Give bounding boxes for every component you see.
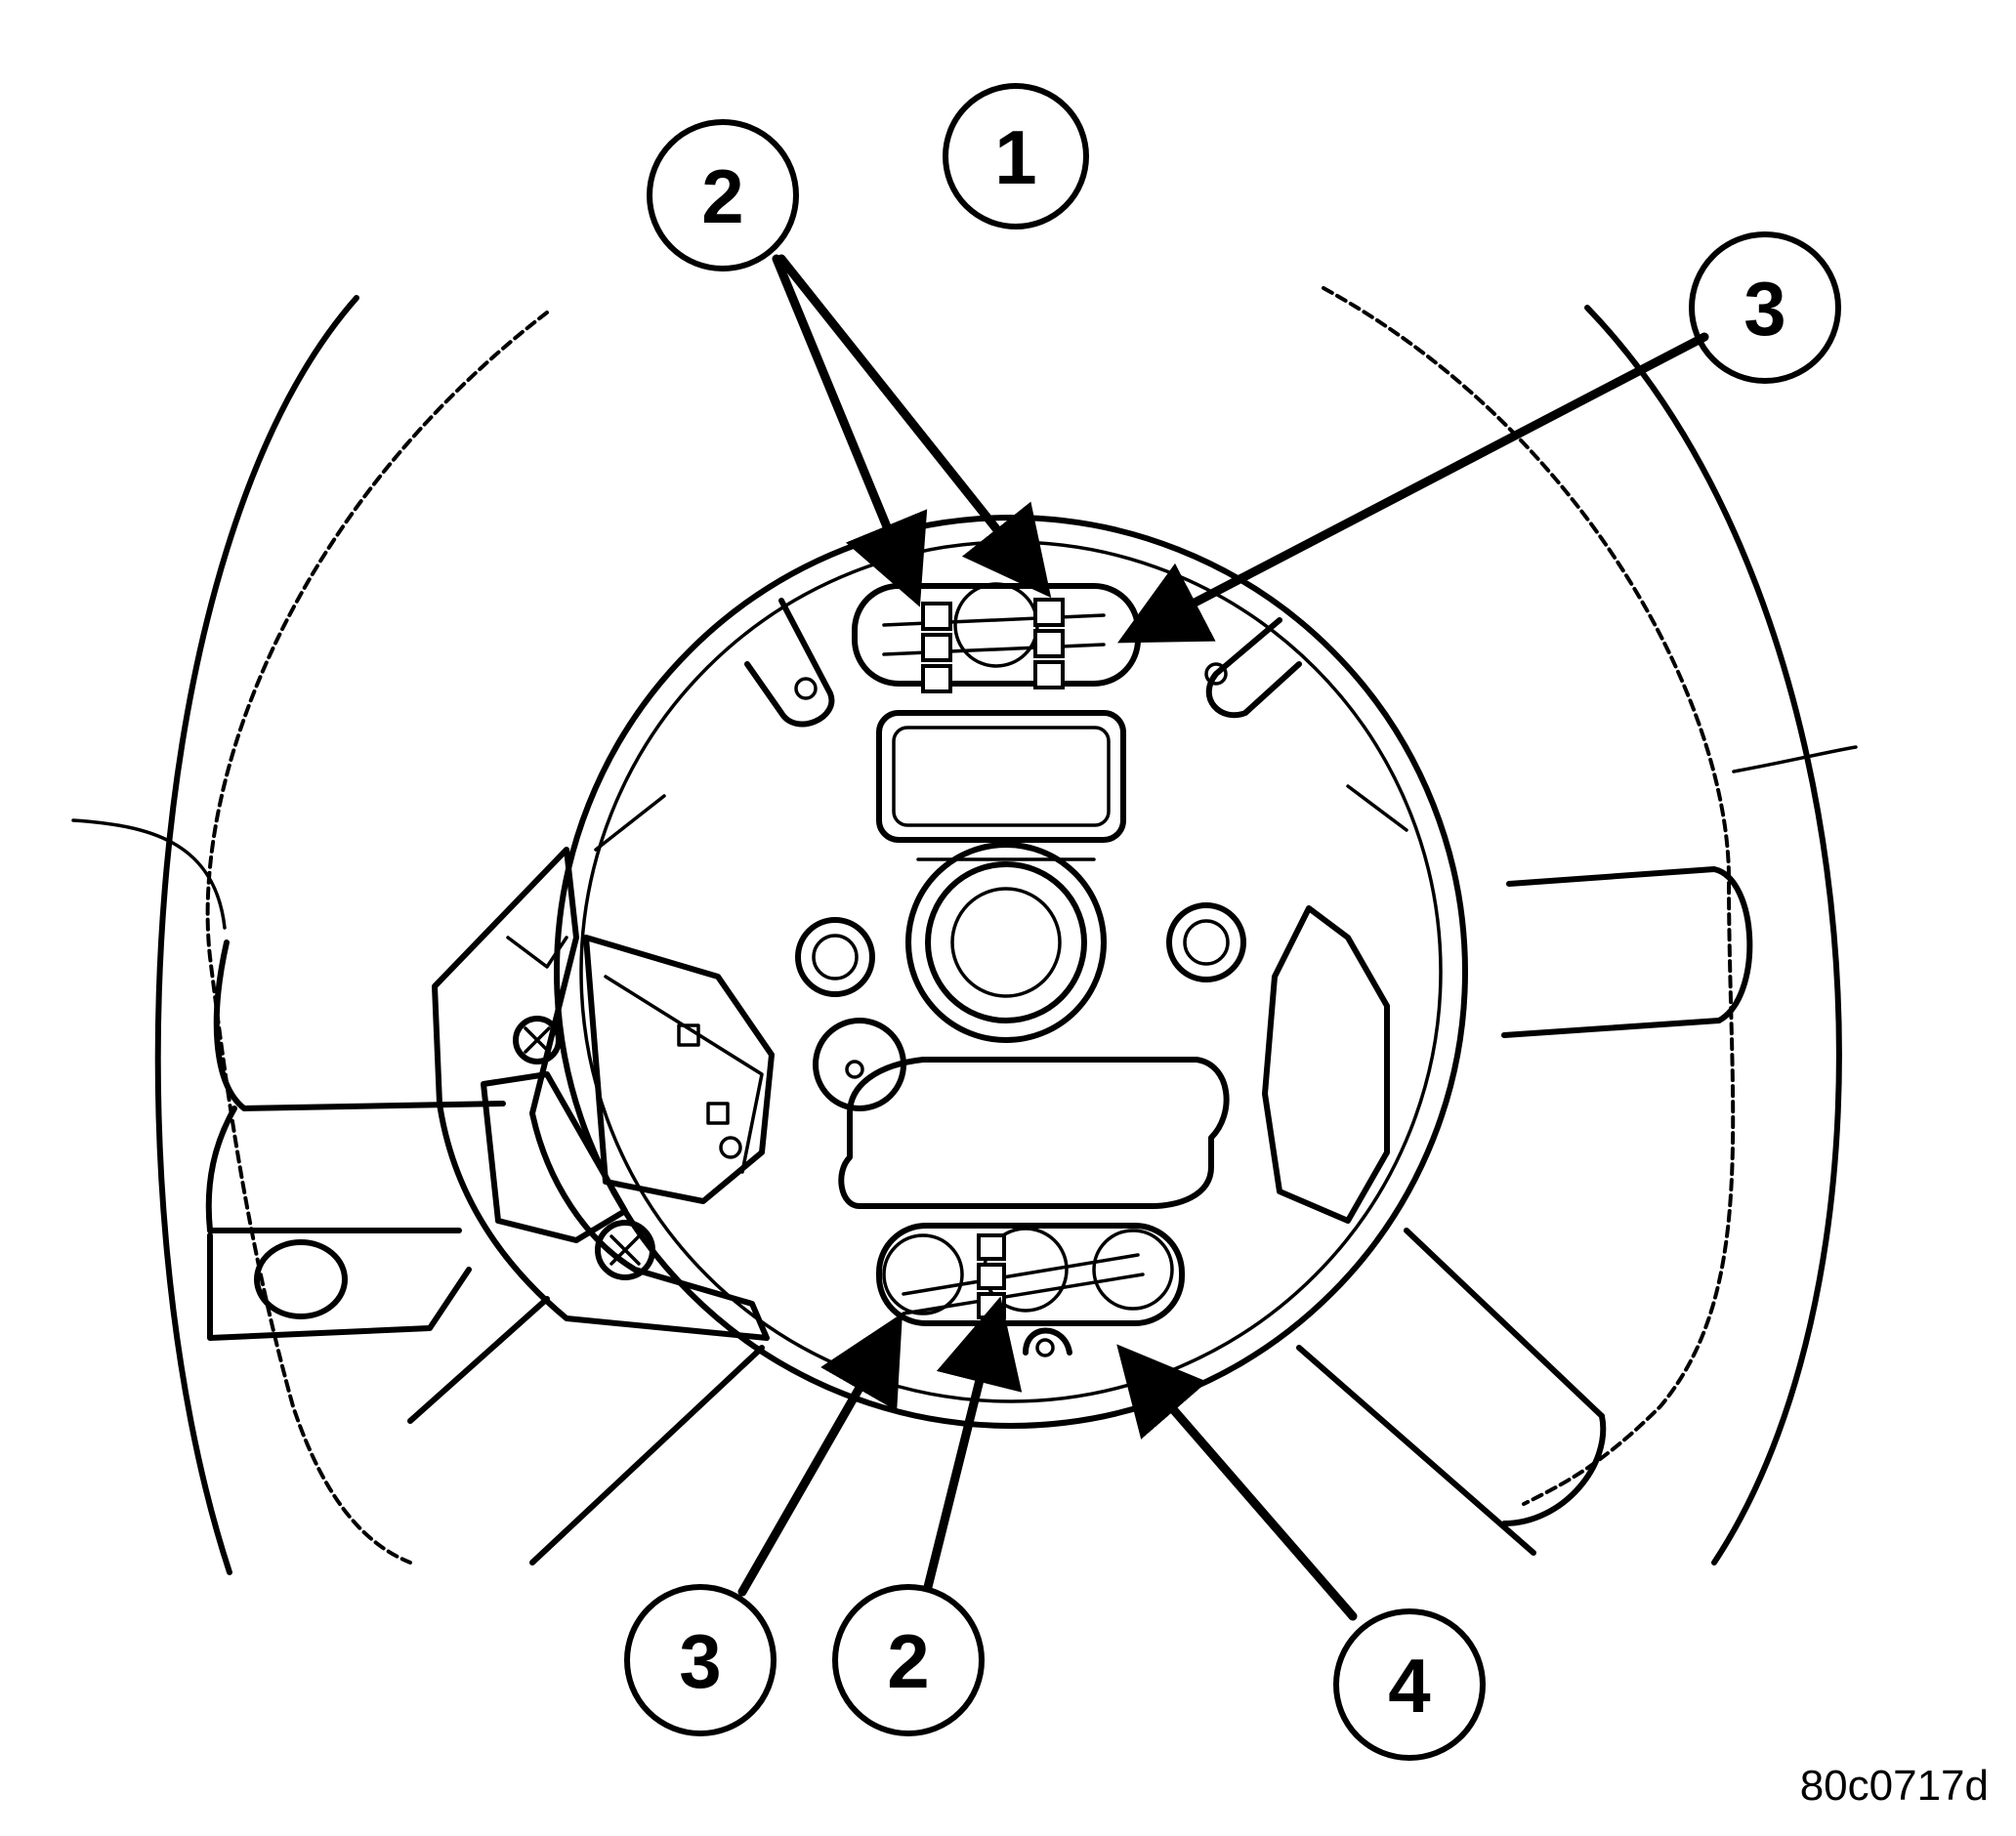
callout-2-top: 2 [647,119,799,271]
lower-window [838,1057,1230,1209]
left-switch-module [207,847,775,1341]
callout-1-label: 1 [994,114,1036,200]
wheel-rim [154,286,1842,1575]
callout-1: 1 [943,83,1089,230]
lower-clip-slot [876,1223,1185,1357]
center-window [876,710,1126,843]
wheel-spokes [71,745,1858,1565]
leader-arrows [737,254,1709,1621]
right-hub-detail [594,784,1408,1224]
callout-3-top: 3 [1689,231,1841,384]
steering-shaft [905,842,1107,1043]
upper-tabs [744,598,1302,728]
callout-2-top-label: 2 [701,153,743,239]
callout-3-bottom-label: 3 [679,1618,721,1704]
callout-4-bottom: 4 [1333,1608,1486,1761]
upper-clip-slot [852,582,1141,693]
callout-2-bottom-label: 2 [887,1618,929,1704]
callout-4-bottom-label: 4 [1388,1643,1430,1729]
callout-3-bottom: 3 [624,1584,777,1736]
figure-id: 80c0717d [1799,1762,1989,1810]
callout-2-bottom: 2 [832,1584,985,1736]
callout-3-top-label: 3 [1743,266,1785,352]
